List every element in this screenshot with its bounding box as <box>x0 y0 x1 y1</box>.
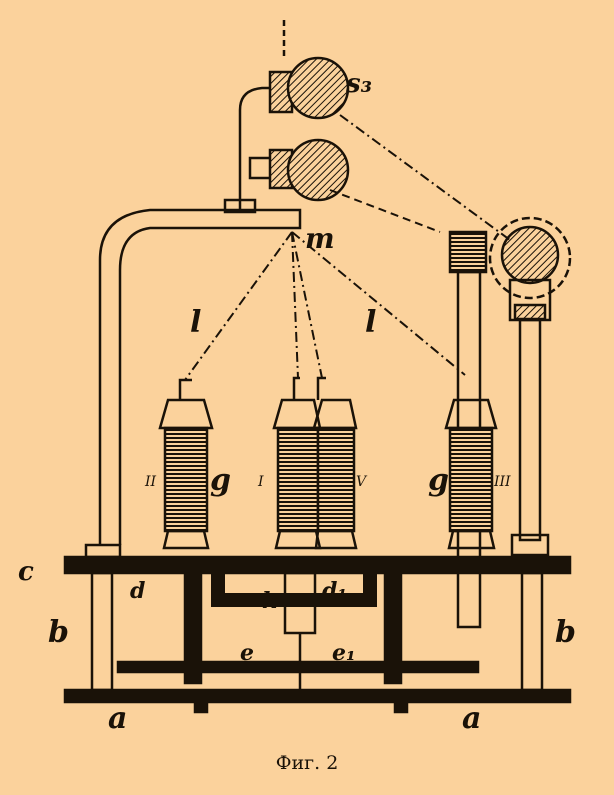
label-bobbin-I: I <box>257 474 264 490</box>
label-s3: s₃ <box>345 69 372 99</box>
right-roller <box>488 216 572 557</box>
label-a-left: a <box>108 701 127 736</box>
label-g-left: g <box>210 463 231 498</box>
label-l-left: l <box>190 305 201 340</box>
label-b-right: b <box>555 615 576 650</box>
label-bobbin-II: II <box>144 474 157 490</box>
label-bobbin-III: III <box>493 474 511 490</box>
label-k: k <box>262 588 277 614</box>
bobbin-I <box>272 376 322 550</box>
label-g-right: g <box>428 463 449 498</box>
label-b-left: b <box>48 615 69 650</box>
bobbin-II <box>158 378 214 550</box>
label-a-right: a <box>462 701 481 736</box>
label-e: e <box>240 640 254 666</box>
threads <box>184 114 511 381</box>
upper-roller-s3 <box>238 20 350 210</box>
label-c: c <box>18 557 34 587</box>
label-m: m <box>305 222 335 255</box>
bobbin-V <box>312 376 358 550</box>
label-bobbin-V: V <box>356 474 368 490</box>
label-e1: e₁ <box>332 640 356 666</box>
label-d: d <box>130 578 145 604</box>
label-l-right: l <box>365 305 376 340</box>
label-d1: d₁ <box>322 578 347 604</box>
bobbin-III <box>444 398 498 550</box>
frame <box>63 543 572 714</box>
middle-roller <box>248 138 350 202</box>
figure-caption: Фиг. 2 <box>275 752 339 774</box>
